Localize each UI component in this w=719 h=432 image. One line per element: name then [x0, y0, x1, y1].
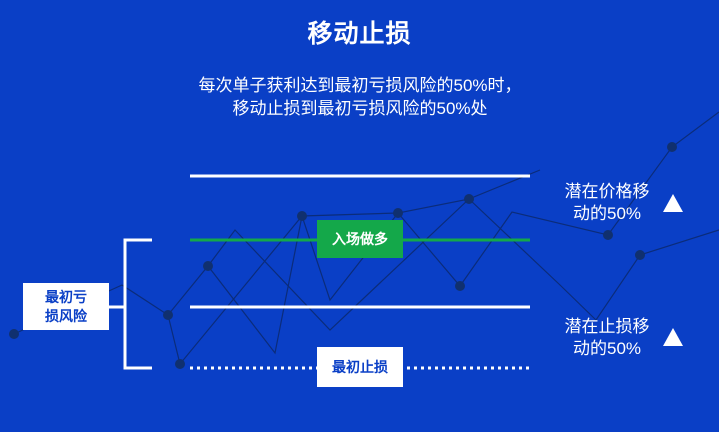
price-dot — [667, 142, 677, 152]
price-dots — [9, 142, 677, 369]
potential-price-move-line-2: 动的50% — [572, 204, 642, 223]
price-dot — [603, 230, 613, 240]
triangle-up-icon — [663, 194, 683, 212]
price-path-3 — [207, 169, 541, 331]
entry-long-label: 入场做多 — [317, 220, 403, 258]
price-dot — [163, 310, 173, 320]
price-path-2 — [167, 198, 719, 366]
price-dot — [297, 211, 307, 221]
page-title: 移动止损 — [307, 20, 412, 48]
price-dot — [635, 250, 645, 260]
price-dot — [203, 261, 213, 271]
initial-risk-label-line-1: 最初亏 — [45, 288, 87, 305]
potential-stop-move-line-2: 动的50% — [572, 339, 642, 358]
price-dot — [393, 208, 403, 218]
potential-price-move-text: 潜在价格移 动的50% — [557, 181, 657, 225]
potential-stop-move-text: 潜在止损移 动的50% — [557, 316, 657, 360]
price-dot — [9, 329, 19, 339]
initial-stop-label: 最初止损 — [317, 347, 403, 387]
price-dot — [175, 359, 185, 369]
subtitle-line-2: 移动止损到最初亏损风险的50%处 — [232, 99, 488, 118]
initial-risk-label-line-2: 损风险 — [45, 307, 87, 324]
initial-risk-bracket — [123, 238, 152, 370]
triangle-up-icon — [663, 328, 683, 346]
potential-price-move-line-1: 潜在价格移 — [564, 182, 650, 201]
potential-stop-move-line-1: 潜在止损移 — [564, 317, 650, 336]
price-dot — [464, 194, 474, 204]
price-path-group — [13, 111, 719, 366]
price-dot — [455, 281, 465, 291]
price-path-1 — [13, 111, 719, 355]
subtitle-line-1: 每次单子获利达到最初亏损风险的50%时， — [198, 76, 522, 95]
subtitle: 每次单子获利达到最初亏损风险的50%时， 移动止损到最初亏损风险的50%处 — [150, 74, 570, 120]
initial-risk-label: 最初亏 损风险 — [23, 283, 109, 330]
